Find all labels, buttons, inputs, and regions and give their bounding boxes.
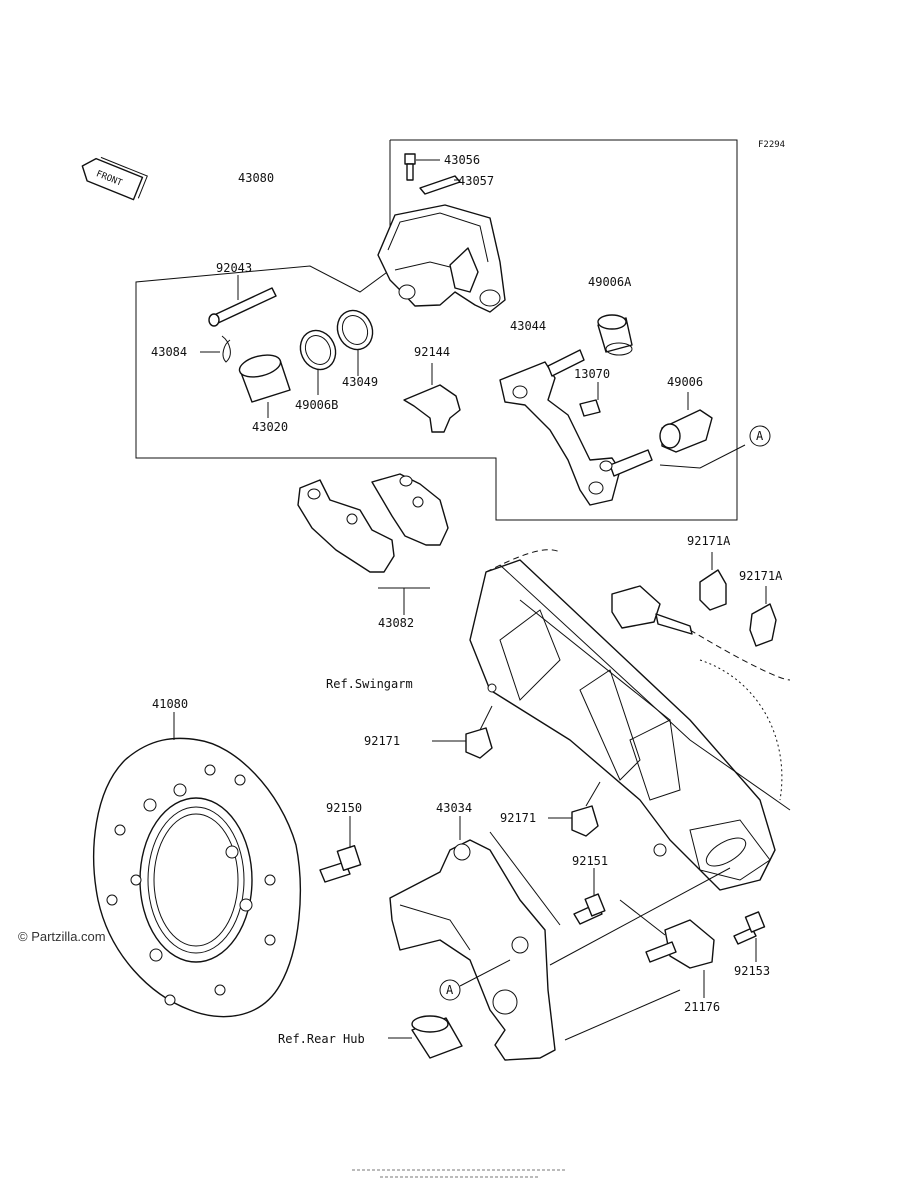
label-13070: 13070 xyxy=(574,367,610,381)
disc-bolt xyxy=(319,816,362,883)
front-arrow-icon: FRONT xyxy=(81,156,148,201)
caliper-bracket xyxy=(499,349,653,506)
callout-a-top: A xyxy=(749,425,771,447)
piston-seal xyxy=(299,329,337,395)
brake-pads xyxy=(297,473,449,615)
callout-a-bottom: A xyxy=(439,959,511,1001)
clamp-92171a-1 xyxy=(699,552,727,611)
caliper-pin xyxy=(208,275,277,327)
label-92151: 92151 xyxy=(572,854,608,868)
bracket-bolt xyxy=(573,868,606,925)
caliper-mount-bracket xyxy=(389,816,731,1061)
label-43056: 43056 xyxy=(444,153,480,167)
label-92171-1: 92171 xyxy=(364,734,400,748)
boot xyxy=(597,314,633,356)
bleeder-valve xyxy=(404,153,440,181)
label-43082: 43082 xyxy=(378,616,414,630)
ref-rear-hub: Ref.Rear Hub xyxy=(278,1032,365,1046)
label-21176: 21176 xyxy=(684,1000,720,1014)
clamp-92171-2 xyxy=(548,781,601,837)
clamp-92171a-2 xyxy=(749,586,777,647)
caliper-assembly-outline xyxy=(135,139,738,521)
watermark: © Partzilla.com xyxy=(18,929,106,944)
pad-spring xyxy=(403,363,461,433)
speed-sensor xyxy=(619,899,715,998)
hub-spacer xyxy=(388,1015,463,1059)
label-43080: 43080 xyxy=(238,171,274,185)
label-43057: 43057 xyxy=(458,174,494,188)
caliper-piston xyxy=(238,354,291,418)
label-92171a-2: 92171A xyxy=(739,569,783,583)
label-92043: 92043 xyxy=(216,261,252,275)
label-92153: 92153 xyxy=(734,964,770,978)
brake-disc xyxy=(93,712,302,1018)
label-92144: 92144 xyxy=(414,345,450,359)
pad-plate xyxy=(579,382,601,417)
clamp-92171-1 xyxy=(432,705,493,759)
label-92171a-1: 92171A xyxy=(687,534,731,548)
label-43034: 43034 xyxy=(436,801,472,815)
label-41080: 41080 xyxy=(152,697,188,711)
label-49006b: 49006B xyxy=(295,398,338,412)
label-43044: 43044 xyxy=(510,319,546,333)
svg-text:A: A xyxy=(756,429,764,443)
swingarm xyxy=(469,549,791,891)
label-49006a: 49006A xyxy=(588,275,632,289)
abs-sensor xyxy=(611,585,791,681)
label-49006: 49006 xyxy=(667,375,703,389)
sensor-bolt xyxy=(733,911,766,962)
label-92150: 92150 xyxy=(326,801,362,815)
footer-fineprint xyxy=(352,1169,566,1178)
dust-seal xyxy=(336,309,374,376)
label-43020: 43020 xyxy=(252,420,288,434)
bleeder-cap xyxy=(419,175,461,195)
label-43084: 43084 xyxy=(151,345,187,359)
diagram-code: F2294 xyxy=(758,140,785,150)
ref-swingarm: Ref.Swingarm xyxy=(326,677,413,691)
sleeve xyxy=(659,392,713,453)
label-43049: 43049 xyxy=(342,375,378,389)
svg-text:A: A xyxy=(446,983,454,997)
caliper-body xyxy=(377,204,506,313)
pin-clip xyxy=(200,335,231,363)
label-92171-2: 92171 xyxy=(500,811,536,825)
